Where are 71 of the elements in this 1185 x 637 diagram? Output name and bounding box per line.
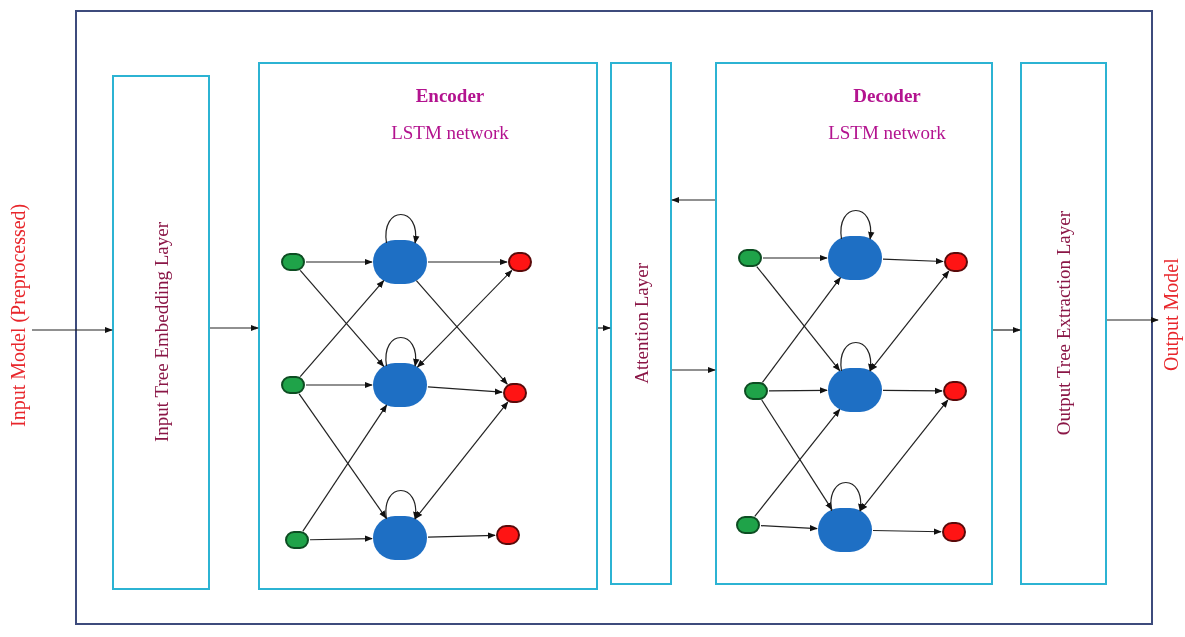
arrow: [869, 270, 950, 372]
input-node: [736, 516, 760, 534]
lstm-cell: [373, 240, 427, 284]
arrow: [882, 387, 943, 394]
arrow: [385, 213, 419, 244]
arrow: [756, 265, 841, 372]
arrow: [882, 258, 944, 265]
arrow: [309, 535, 373, 542]
arrow: [992, 326, 1021, 334]
layer-box: [112, 75, 210, 590]
arrow: [760, 525, 818, 532]
arrow: [416, 269, 513, 368]
arrow: [305, 258, 373, 266]
section-subtitle: LSTM network: [391, 123, 509, 142]
arrow: [299, 280, 385, 378]
arrow: [840, 209, 874, 240]
layer-label: Attention Layer: [631, 263, 651, 384]
lstm-cell: [373, 516, 427, 560]
layer-box: [610, 62, 672, 585]
input-node: [281, 376, 305, 394]
arrow: [299, 269, 385, 367]
output-node: [508, 252, 532, 272]
arrow: [414, 401, 509, 520]
arrow: [427, 386, 503, 395]
arrow: [768, 387, 828, 394]
input-node: [738, 249, 762, 267]
arrow: [298, 393, 387, 519]
arrow: [385, 336, 419, 367]
arrow: [302, 404, 388, 532]
section-title: Encoder: [415, 86, 485, 105]
arrow: [427, 532, 496, 539]
arrow: [762, 254, 828, 262]
arrow: [1106, 316, 1159, 324]
section-title: Decoder: [853, 86, 921, 105]
io-label: Input Model (Preprocessed): [4, 165, 32, 465]
arrow: [754, 408, 841, 518]
lstm-cell: [373, 363, 427, 407]
io-label: Output Model: [1158, 200, 1184, 430]
section-box: [715, 62, 993, 585]
arrow: [671, 366, 716, 374]
section-subtitle: LSTM network: [828, 123, 946, 142]
lstm-cell: [828, 236, 882, 280]
input-node: [285, 531, 309, 549]
output-node: [943, 381, 967, 401]
arrow: [31, 326, 113, 334]
layer-box: [1020, 62, 1107, 585]
lstm-cell: [818, 508, 872, 552]
output-node: [503, 383, 527, 403]
layer-label: Input Tree Embedding Layer: [151, 222, 171, 443]
lstm-cell: [828, 368, 882, 412]
arrow: [305, 381, 373, 389]
arrow: [597, 324, 611, 332]
arrow: [830, 481, 864, 512]
input-node: [744, 382, 768, 400]
output-node: [496, 525, 520, 545]
output-node: [944, 252, 968, 272]
input-node: [281, 253, 305, 271]
arrow: [209, 324, 259, 332]
arrow: [761, 277, 841, 383]
arrow: [840, 341, 874, 372]
frame-box: [75, 10, 1153, 625]
output-node: [942, 522, 966, 542]
arrow: [761, 399, 833, 511]
arrow: [427, 258, 508, 266]
arrow: [385, 489, 419, 520]
layer-label: Output Tree Extraction Layer: [1054, 211, 1073, 436]
section-box: [258, 62, 598, 590]
arrow: [415, 280, 508, 385]
arrow: [859, 399, 949, 512]
arrow: [671, 196, 716, 204]
arrow: [872, 528, 942, 535]
